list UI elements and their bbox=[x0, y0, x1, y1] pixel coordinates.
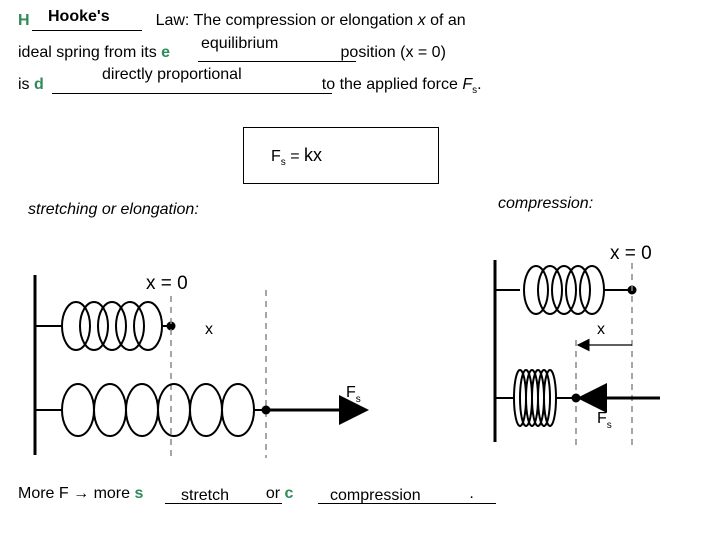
footer-line: More F → more s or c. bbox=[18, 485, 474, 503]
fill-word-equilibrium: equilibrium bbox=[201, 35, 279, 52]
line2-tail: position (x = 0) bbox=[336, 44, 446, 61]
arrow-icon: → bbox=[73, 485, 90, 502]
line3-lead: is bbox=[18, 76, 34, 93]
caption-stretching: stretching or elongation: bbox=[28, 201, 199, 218]
footer-or: or bbox=[261, 485, 285, 502]
formula-lhs-sub: s bbox=[280, 157, 286, 169]
hint-letter-d: d bbox=[34, 76, 44, 93]
spring-compressed-right bbox=[495, 369, 576, 427]
label-x0-right: x = 0 bbox=[610, 243, 652, 264]
heading-line-3: is d to the applied force Fs. bbox=[18, 76, 482, 96]
force-sub: s bbox=[472, 85, 478, 97]
heading-tail: of an bbox=[425, 12, 466, 29]
heading-line-2: ideal spring from its e position (x = 0) bbox=[18, 44, 446, 62]
line3-period: . bbox=[477, 76, 482, 93]
hint-letter-e: e bbox=[161, 44, 171, 61]
force-symbol: F bbox=[462, 76, 473, 93]
var-x: x bbox=[417, 12, 426, 29]
spring-relaxed-left bbox=[35, 301, 171, 351]
fill-word-stretch: stretch bbox=[181, 487, 230, 504]
mass-dot-compressed-right bbox=[571, 393, 581, 403]
label-fs-right: Fs bbox=[597, 410, 612, 431]
formula-box: Fs = kx bbox=[243, 127, 439, 184]
label-x-right: x bbox=[597, 321, 605, 338]
footer-lead: More F bbox=[18, 485, 74, 502]
blank-line-compression bbox=[318, 503, 496, 504]
heading-text: Law: The compression or elongation bbox=[155, 12, 418, 29]
formula-lhs: F bbox=[271, 148, 281, 165]
hint-letter-c: c bbox=[284, 485, 294, 502]
label-fs-left: Fs bbox=[346, 384, 361, 405]
mass-dot-relaxed-left bbox=[166, 321, 176, 331]
fill-word-directly-proportional: directly proportional bbox=[102, 66, 242, 83]
heading-line-1: H Law: The compression or elongation x of… bbox=[18, 12, 466, 30]
blank-line-hookes bbox=[32, 30, 142, 31]
line3-tail: to the applied force bbox=[321, 76, 463, 93]
blank-line-directly bbox=[52, 93, 332, 94]
spring-relaxed-right bbox=[495, 265, 632, 315]
spring-stretched-left bbox=[35, 383, 266, 437]
hint-letter-s: s bbox=[134, 485, 144, 502]
formula: Fs = kx bbox=[271, 145, 322, 168]
formula-equals: = bbox=[285, 148, 305, 165]
line2-lead: ideal spring from its bbox=[18, 44, 162, 61]
fill-word-compression: compression bbox=[330, 487, 421, 504]
footer-period: . bbox=[469, 485, 474, 502]
fill-word-hookes: Hooke's bbox=[48, 8, 110, 25]
label-x0-left: x = 0 bbox=[146, 273, 188, 294]
blank-line-stretch bbox=[165, 503, 282, 504]
blank-line-equilibrium bbox=[198, 61, 356, 62]
label-x-left: x bbox=[205, 321, 213, 338]
formula-rhs: kx bbox=[304, 145, 323, 165]
hint-letter-h: H bbox=[18, 12, 30, 29]
caption-compression: compression: bbox=[498, 195, 593, 212]
footer-more: more bbox=[89, 485, 135, 502]
